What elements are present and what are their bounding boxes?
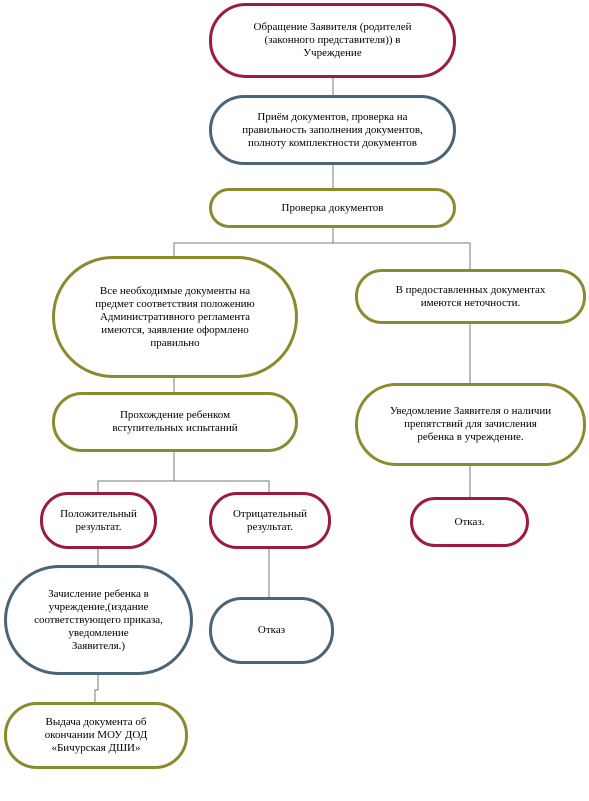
connector-check-right [333, 242, 471, 269]
node-entrance-tests: Прохождение ребенком вступительных испыт… [52, 392, 298, 452]
node-positive: Положительный результат. [40, 492, 157, 549]
node-check: Проверка документов [209, 188, 456, 228]
node-certificate: Выдача документа об окончании МОУ ДОД «Б… [4, 702, 188, 769]
node-notice-obstacles: Уведомление Заявителя о наличии препятст… [355, 383, 586, 466]
node-docs-ok: Все необходимые документы на предмет соо… [52, 256, 298, 378]
node-reception: Приём документов, проверка на правильнос… [209, 95, 456, 165]
node-enrollment: Зачисление ребенка в учреждение,(издание… [4, 565, 193, 675]
node-negative: Отрицательный результат. [209, 492, 331, 549]
connector-tests-negative [174, 480, 270, 492]
connector-enrollment-certificate [94, 675, 99, 702]
node-appeal: Обращение Заявителя (родителей (законног… [209, 3, 456, 78]
connector-tests-results [97, 452, 175, 492]
connector-check-split [173, 228, 334, 256]
node-refusal-mid: Отказ [209, 597, 334, 664]
node-refusal-right: Отказ. [410, 497, 529, 547]
node-docs-bad: В предоставленных документах имеются нет… [355, 269, 586, 324]
